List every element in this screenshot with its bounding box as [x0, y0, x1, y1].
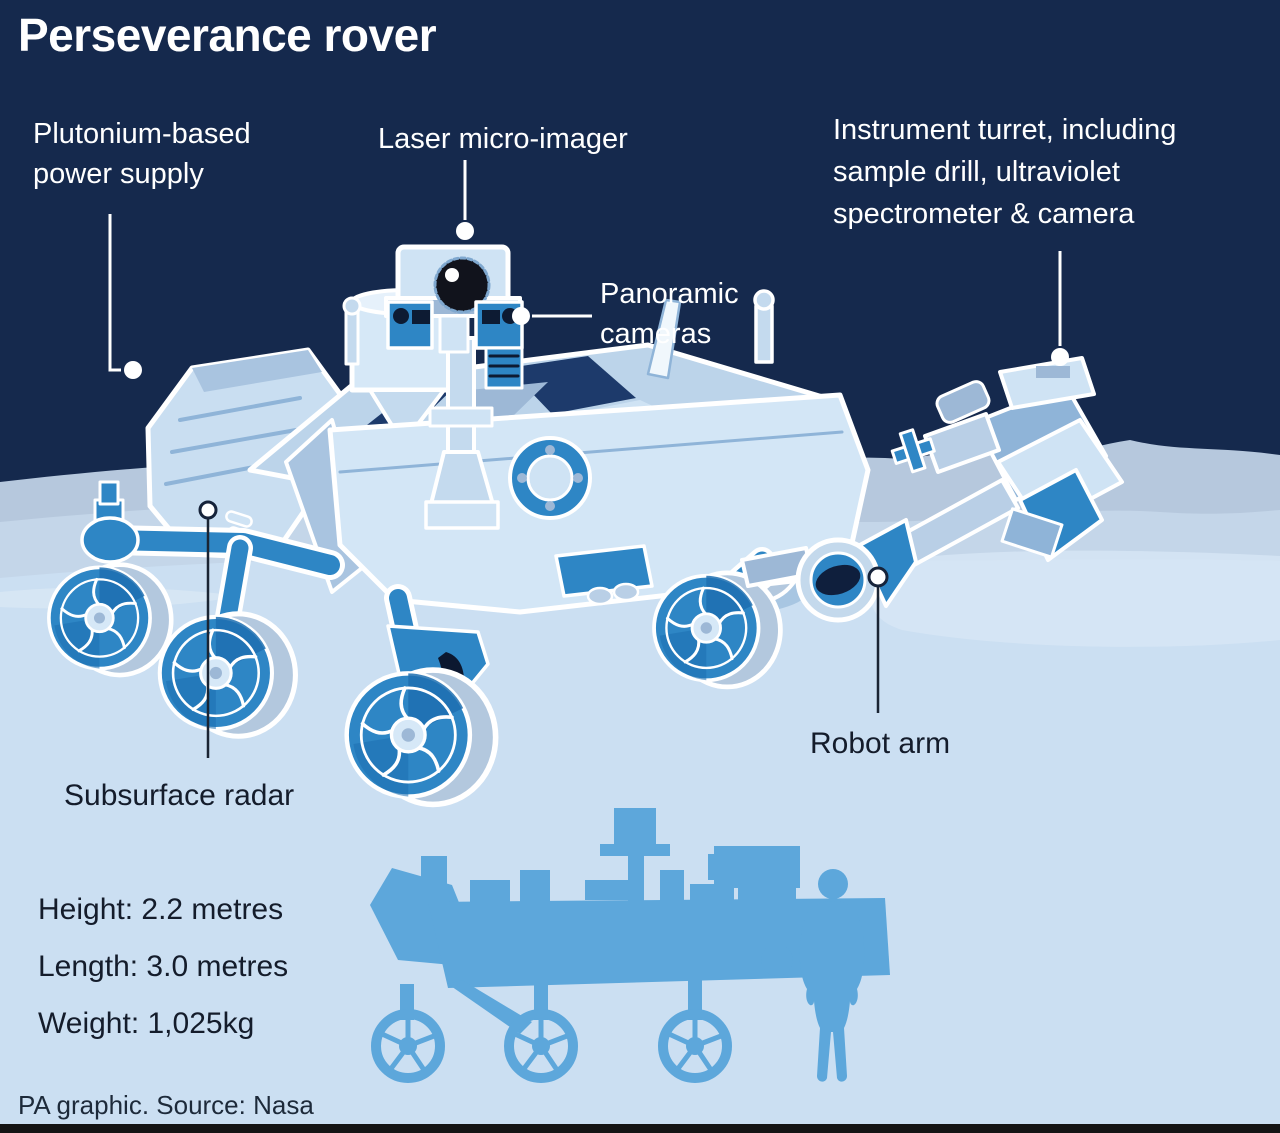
scale-comparison — [370, 808, 890, 1083]
stat-weight: Weight: 1,025kg — [38, 1007, 255, 1040]
stat-height: Height: 2.2 metres — [38, 893, 284, 926]
wheel-left-2 — [160, 614, 296, 736]
laser-callout-line — [456, 160, 474, 240]
page-title: Perseverance rover — [18, 9, 437, 61]
wheel-right — [654, 573, 780, 687]
turret-callout-line — [1051, 251, 1069, 366]
mast — [424, 336, 500, 530]
panoramic-camera-right — [474, 300, 524, 350]
callout-turret-label: Instrument turret, including sample dril… — [833, 114, 1177, 230]
ground-highlight-right — [870, 550, 1280, 647]
callout-panoramic-label: Panoramic cameras — [600, 278, 739, 350]
mast-camera-head — [384, 244, 524, 390]
drill-tip — [890, 428, 936, 474]
callout-leaders — [108, 160, 1069, 758]
source-credit: PA graphic. Source: Nasa — [18, 1090, 314, 1120]
rover-illustration — [49, 244, 1124, 804]
human-silhouette — [799, 869, 865, 1082]
wheel-front — [347, 670, 496, 804]
subsurface-callout-line — [198, 500, 218, 758]
panoramic-camera-left — [386, 300, 434, 350]
plutonium-callout-dot — [124, 361, 142, 379]
panoramic-callout-line — [512, 307, 592, 325]
robot-arm-callout-line — [867, 566, 889, 713]
callout-subsurface-label: Subsurface radar — [64, 779, 295, 812]
rtg-power-supply — [145, 347, 343, 561]
scale-rover-silhouette — [370, 808, 890, 1083]
laser-callout-dot — [456, 222, 474, 240]
bottom-bar — [0, 1124, 1280, 1133]
instrument-turret — [890, 356, 1124, 562]
callout-robot-arm-label: Robot arm — [810, 727, 951, 760]
turret-callout-dot — [1051, 348, 1069, 366]
callout-plutonium-label: Plutonium-based power supply — [33, 118, 251, 190]
subsurface-callout-dot — [198, 500, 218, 520]
stat-length: Length: 3.0 metres — [38, 950, 289, 983]
plutonium-callout-line — [108, 214, 142, 379]
wheel-left-1 — [49, 565, 171, 675]
robot-arm-callout-dot — [867, 566, 889, 588]
robot-arm — [740, 478, 1020, 623]
callout-laser-label: Laser micro-imager — [378, 123, 628, 155]
panoramic-callout-dot — [512, 307, 530, 325]
